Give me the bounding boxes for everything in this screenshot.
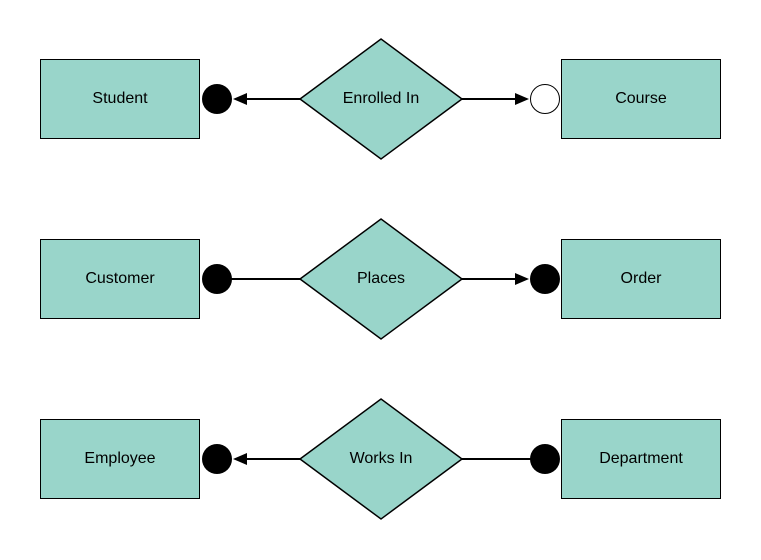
entity-order: Order — [561, 239, 721, 319]
relationship-works-in: Works In — [298, 397, 464, 521]
relationship-label: Enrolled In — [342, 90, 420, 107]
filled-circle-terminator — [202, 264, 232, 294]
entity-label: Order — [620, 270, 662, 287]
entity-customer: Customer — [40, 239, 200, 319]
diamond-shape — [298, 398, 464, 520]
filled-circle-terminator — [530, 444, 560, 474]
filled-circle-terminator — [530, 264, 560, 294]
entity-employee: Employee — [40, 419, 200, 499]
connector-line — [246, 458, 300, 460]
entity-student: Student — [40, 59, 200, 139]
right-arrowhead-icon — [515, 273, 529, 285]
connector-line — [246, 98, 300, 100]
entity-department: Department — [561, 419, 721, 499]
diamond-shape — [298, 218, 464, 340]
relationship-label: Places — [356, 270, 406, 287]
filled-circle-terminator — [202, 84, 232, 114]
entity-label: Course — [615, 90, 667, 107]
relationship-enrolled-in: Enrolled In — [298, 37, 464, 161]
entity-label: Department — [599, 450, 683, 467]
entity-label: Student — [92, 90, 148, 107]
diamond-shape — [298, 38, 464, 160]
open-circle-terminator — [530, 84, 560, 114]
filled-circle-terminator — [202, 444, 232, 474]
connector-line — [462, 278, 516, 280]
left-arrowhead-icon — [233, 453, 247, 465]
entity-label: Customer — [85, 270, 155, 287]
connector-line — [462, 458, 531, 460]
relationship-label: Works In — [349, 450, 413, 467]
right-arrowhead-icon — [515, 93, 529, 105]
connector-line — [462, 98, 516, 100]
connector-line — [231, 278, 300, 280]
entity-course: Course — [561, 59, 721, 139]
entity-label: Employee — [84, 450, 156, 467]
left-arrowhead-icon — [233, 93, 247, 105]
relationship-places: Places — [298, 217, 464, 341]
